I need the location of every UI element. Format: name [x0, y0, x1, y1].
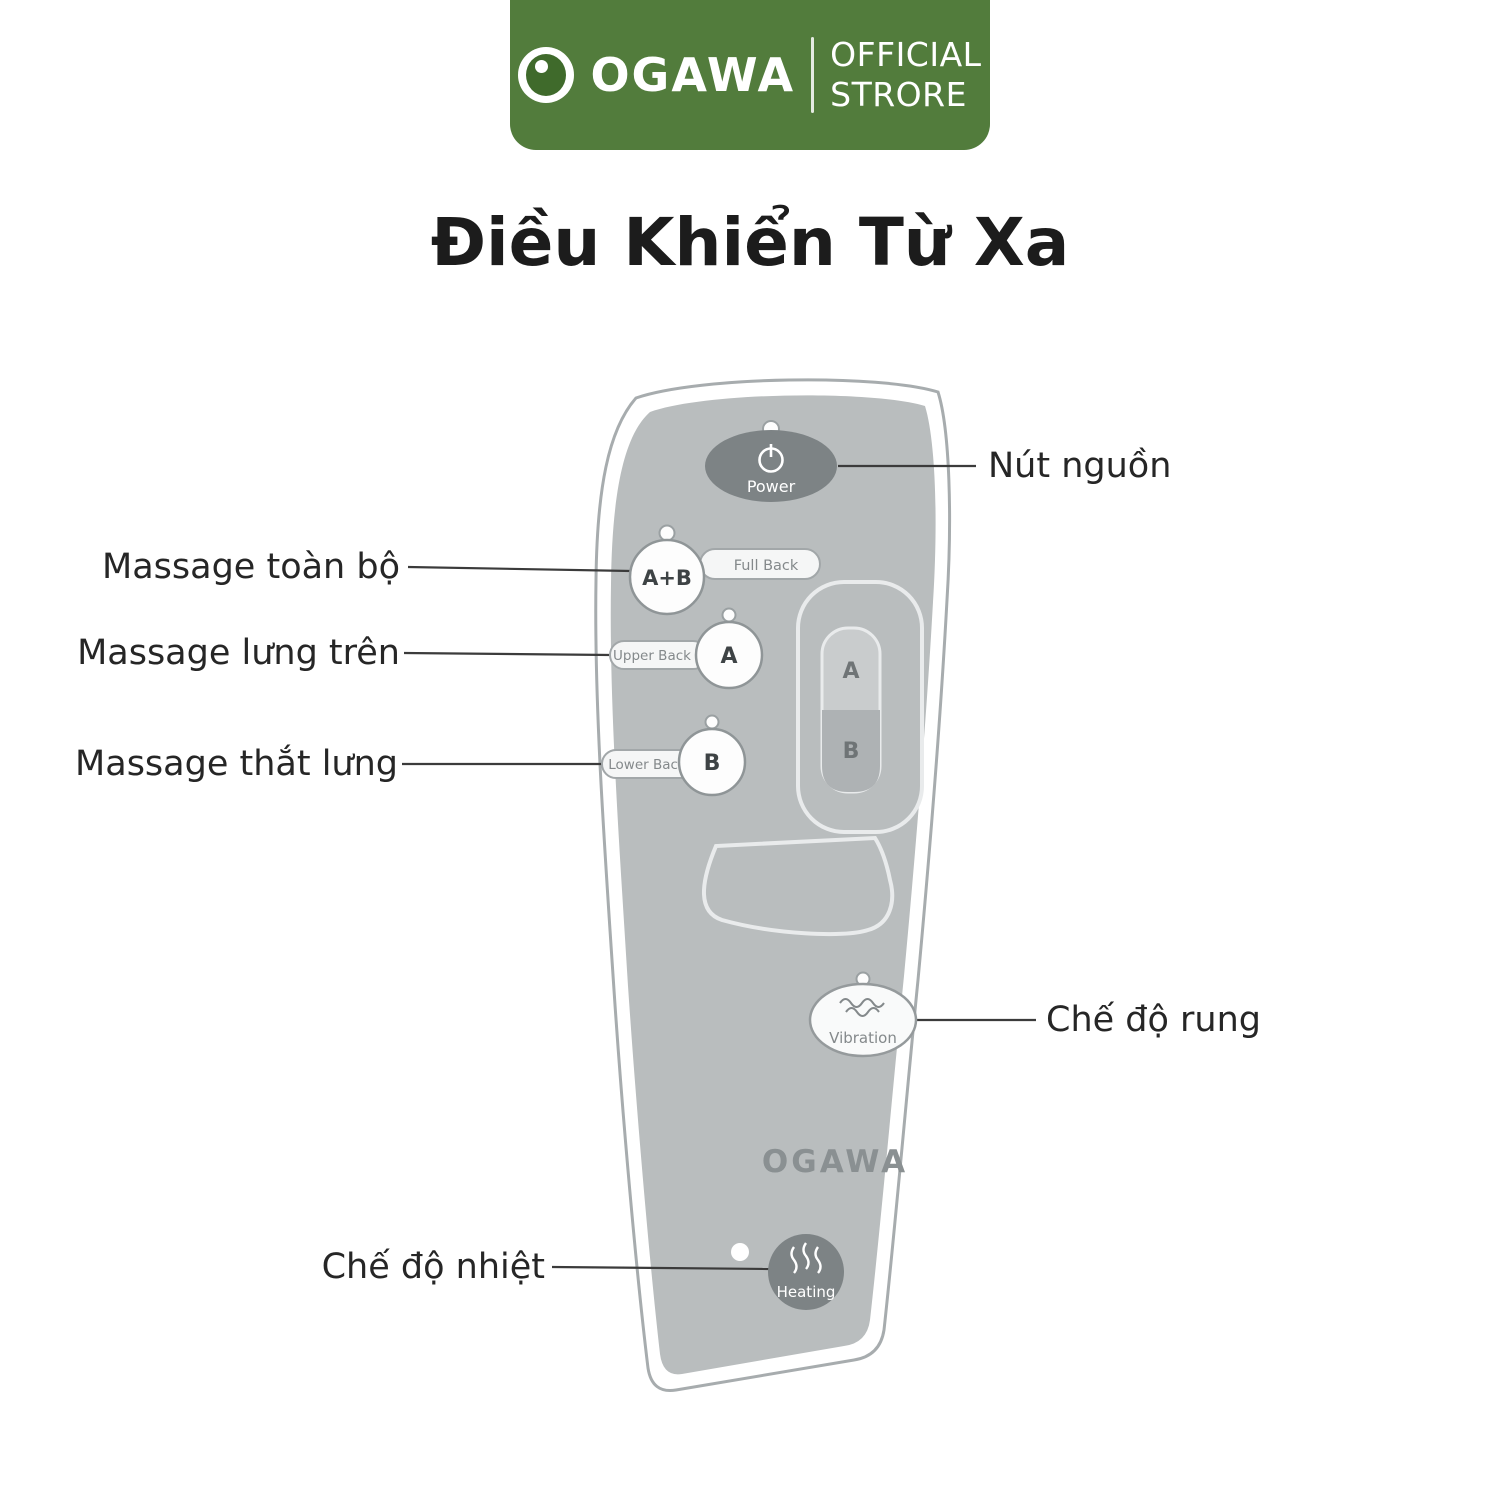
power-icon [758, 444, 784, 473]
callout-line-upper-back [403, 651, 612, 657]
upper-back-pill-label: Upper Back [613, 648, 691, 664]
vibration-group: Vibration [808, 971, 918, 1058]
seat-diagram: A B [702, 580, 924, 937]
vibration-label: Vibration [829, 1029, 897, 1047]
upper-back-button-label: A [720, 644, 737, 669]
seat-zone-a-label: A [842, 659, 859, 684]
brand-name: OGAWA [590, 48, 796, 102]
ogawa-logo-dot [535, 60, 549, 73]
callout-lines [402, 464, 1036, 1271]
seat-zone-b-label: B [843, 739, 860, 764]
vibration-waves-icon [839, 998, 885, 1017]
lower-back-pill-label: Lower Back [608, 757, 686, 773]
store-label-line2: STRORE [830, 75, 967, 114]
upper-back-group: Upper Back A [609, 607, 764, 690]
lower-back-led [704, 714, 720, 730]
ogawa-logo-inner [526, 54, 567, 96]
page-title: Điều Khiển Từ Xa [430, 204, 1070, 281]
heating-label: Heating [777, 1283, 836, 1301]
heating-group: Heating [731, 1234, 844, 1310]
annotation-full-back: Massage toàn bộ [102, 547, 400, 587]
full-back-led [658, 524, 676, 542]
annotation-heating: Chế độ nhiệt [321, 1247, 545, 1287]
power-label: Power [747, 477, 796, 496]
heat-steam-icon [790, 1242, 822, 1274]
seat-backrest [796, 580, 924, 834]
seat-zone-b-area [822, 710, 880, 792]
upper-back-button[interactable] [694, 620, 764, 690]
annotation-lower-back: Massage thắt lưng [75, 744, 398, 784]
lower-back-group: Lower Back B [601, 714, 747, 797]
full-back-pill-label: Full Back [734, 558, 799, 574]
store-label-line1: OFFICIAL [830, 34, 982, 74]
callout-line-full-back [407, 565, 632, 573]
brand-banner: OGAWA OFFICIAL STRORE [510, 0, 990, 150]
store-label: OFFICIAL STRORE [830, 35, 981, 116]
power-button[interactable] [705, 430, 837, 502]
full-back-button-label: A+B [642, 566, 692, 590]
callout-line-heating [551, 1265, 770, 1271]
annotation-vibration: Chế độ rung [1046, 1000, 1262, 1040]
remote-brand-wordmark: OGAWA [762, 1144, 908, 1180]
annotation-power: Nút nguồn [988, 446, 1172, 486]
heating-button[interactable] [768, 1234, 844, 1310]
lower-back-button[interactable] [677, 727, 747, 797]
annotation-upper-back: Massage lưng trên [77, 633, 400, 673]
ogawa-logo-icon [518, 47, 575, 103]
seat-cushion [702, 835, 895, 937]
full-back-button[interactable] [628, 538, 706, 616]
vibration-button[interactable] [808, 982, 918, 1058]
power-button-group: Power [705, 420, 837, 502]
lower-back-button-label: B [704, 751, 721, 776]
heating-led [731, 1243, 749, 1261]
full-back-group: Full Back A+B [628, 524, 821, 616]
banner-divider [811, 37, 815, 113]
upper-back-led [721, 607, 737, 623]
